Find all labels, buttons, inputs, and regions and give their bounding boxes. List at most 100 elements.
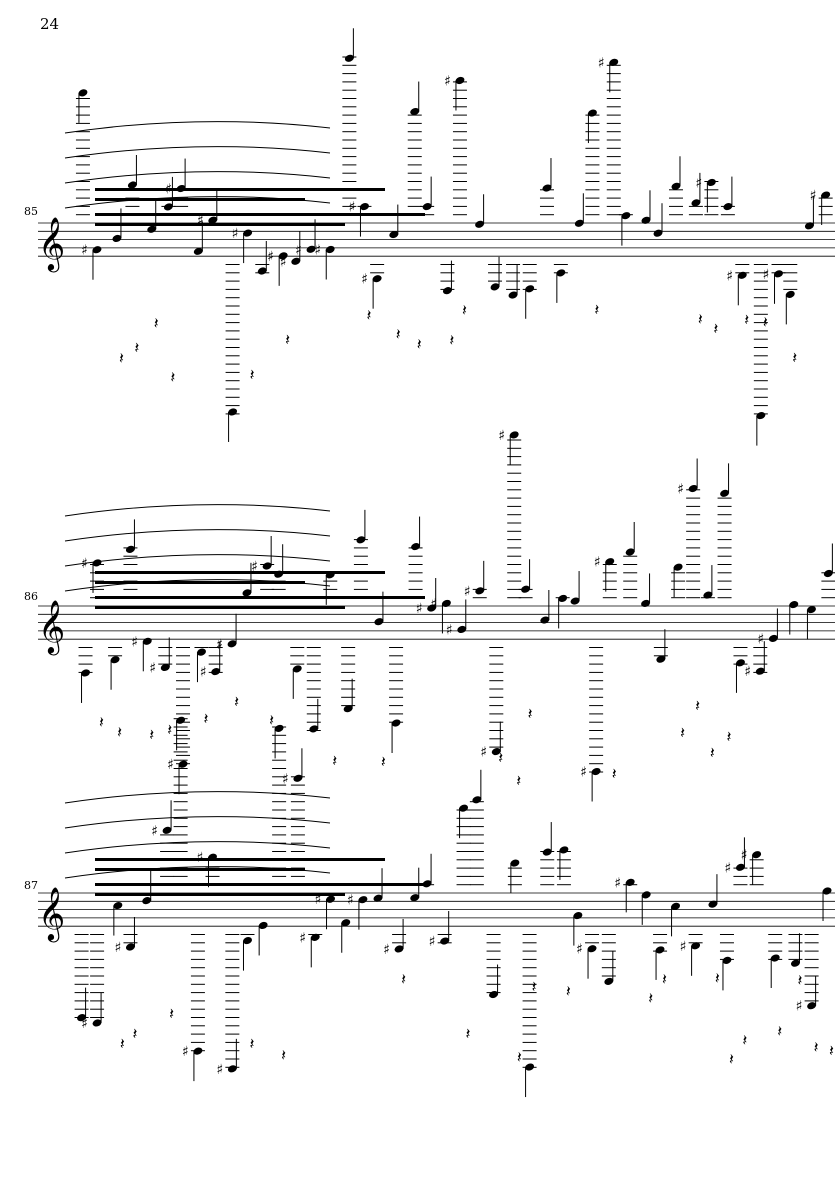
- notehead: [735, 863, 745, 871]
- notehead: [325, 571, 335, 579]
- sharp-accidental: ♯: [444, 73, 451, 89]
- notehead: [671, 902, 681, 910]
- sharp-accidental: ♯: [149, 660, 156, 676]
- notehead: [441, 599, 451, 607]
- slur: [64, 579, 331, 592]
- sharp-accidental: ♯: [315, 892, 322, 908]
- notehead: [410, 894, 420, 902]
- notehead: [391, 719, 401, 727]
- beam: [95, 571, 385, 574]
- notehead: [823, 569, 833, 578]
- rest: 𝄽: [366, 305, 371, 324]
- notehead: [625, 878, 635, 886]
- sharp-accidental: ♯: [763, 267, 770, 283]
- notehead: [374, 618, 384, 626]
- slur: [64, 171, 331, 184]
- notehead: [211, 668, 221, 676]
- notehead: [442, 287, 452, 295]
- sharp-accidental: ♯: [251, 559, 258, 575]
- rest: 𝄽: [170, 368, 175, 387]
- rest: 𝄽: [814, 1037, 819, 1056]
- notehead: [558, 594, 568, 602]
- notehead: [804, 222, 814, 230]
- notehead: [691, 942, 701, 950]
- beam: [95, 581, 305, 584]
- rest: 𝄽: [727, 727, 732, 746]
- notehead: [490, 283, 500, 291]
- rest: 𝄽: [281, 1046, 286, 1065]
- rest: 𝄽: [715, 968, 720, 987]
- slur: [64, 816, 331, 829]
- notehead: [163, 203, 173, 211]
- sharp-accidental: ♯: [131, 634, 138, 650]
- notehead: [427, 604, 437, 612]
- sharp-accidental: ♯: [196, 850, 203, 866]
- notehead: [691, 199, 701, 207]
- notehead: [78, 89, 88, 97]
- rest: 𝄽: [528, 704, 533, 723]
- notehead: [394, 945, 404, 953]
- measure-number: 86: [24, 590, 38, 603]
- rest: 𝄽: [119, 348, 124, 367]
- notehead: [508, 291, 518, 299]
- notehead: [343, 705, 353, 713]
- notehead: [587, 945, 597, 953]
- measure-number: 87: [24, 879, 38, 892]
- notehead: [703, 591, 713, 599]
- sharp-accidental: ♯: [614, 875, 621, 891]
- sharp-accidental: ♯: [165, 182, 172, 198]
- notehead: [410, 107, 420, 116]
- sharp-accidental: ♯: [446, 622, 453, 638]
- rest: 𝄽: [249, 1034, 254, 1053]
- notehead: [509, 431, 519, 439]
- rest: 𝄽: [698, 309, 703, 328]
- notehead: [92, 1019, 102, 1027]
- sharp-accidental: ♯: [498, 428, 505, 444]
- rest: 𝄽: [332, 751, 337, 770]
- notehead: [656, 655, 666, 663]
- sharp-accidental: ♯: [216, 1062, 223, 1078]
- notehead: [641, 891, 651, 899]
- slur: [64, 529, 331, 542]
- sharp-accidental: ♯: [299, 930, 306, 946]
- notehead: [292, 665, 302, 673]
- notehead: [641, 599, 651, 607]
- rest: 𝄽: [797, 971, 802, 990]
- notehead: [162, 826, 172, 834]
- rest: 𝄽: [466, 1024, 471, 1043]
- sharp-accidental: ♯: [167, 757, 174, 773]
- notehead: [242, 589, 252, 597]
- rest: 𝄽: [250, 365, 255, 384]
- rest: 𝄽: [134, 338, 139, 357]
- notehead: [325, 245, 335, 254]
- rest: 𝄽: [648, 988, 653, 1007]
- sharp-accidental: ♯: [347, 893, 354, 909]
- rest: 𝄽: [612, 764, 617, 783]
- notehead: [573, 912, 583, 920]
- rest: 𝄽: [167, 720, 172, 739]
- beam: [95, 188, 385, 191]
- rest: 𝄽: [662, 970, 667, 989]
- notehead: [510, 859, 520, 867]
- sharp-accidental: ♯: [267, 249, 274, 265]
- rest: 𝄽: [234, 692, 239, 711]
- notehead: [110, 656, 120, 664]
- notehead: [193, 247, 203, 255]
- rest: 𝄽: [401, 969, 406, 988]
- rest: 𝄽: [532, 977, 537, 996]
- notehead: [178, 760, 188, 768]
- notehead: [641, 216, 651, 224]
- notehead: [291, 257, 301, 265]
- sharp-accidental: ♯: [216, 637, 223, 653]
- notehead: [807, 1002, 817, 1010]
- sharp-accidental: ♯: [726, 268, 733, 284]
- notehead: [243, 937, 252, 945]
- rest: 𝄽: [744, 310, 749, 329]
- notehead: [821, 191, 831, 199]
- sharp-accidental: ♯: [232, 226, 239, 242]
- notehead: [457, 625, 467, 634]
- notehead: [625, 548, 635, 556]
- notehead: [755, 667, 765, 675]
- sharp-accidental: ♯: [114, 940, 121, 956]
- sharp-accidental: ♯: [796, 999, 803, 1015]
